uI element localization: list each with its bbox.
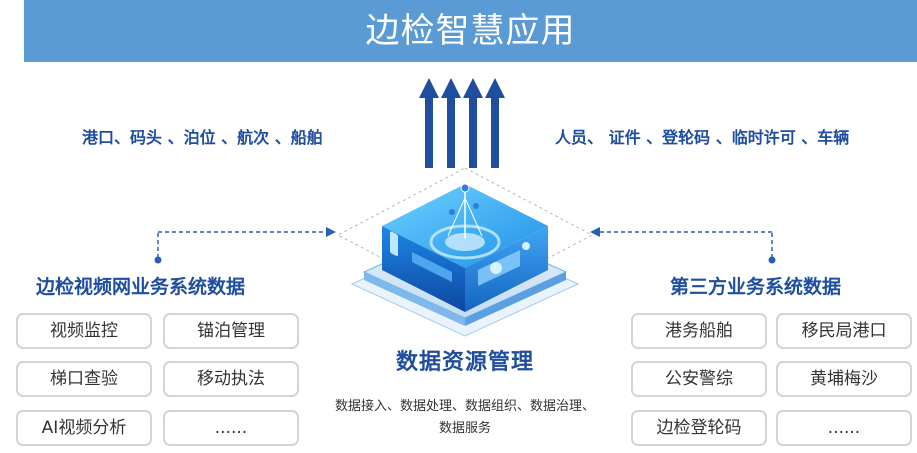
right-item-public-security: 公安警综 — [631, 361, 767, 397]
up-arrow-icon — [463, 78, 483, 168]
left-item-anchorage-management: 锚泊管理 — [163, 313, 299, 349]
up-arrow-icon — [485, 78, 505, 168]
right-categories-text: 人员、 证件 、登轮码 、临时许可 、车辆 — [555, 128, 850, 147]
banner-title: 边检智慧应用 — [24, 0, 917, 62]
right-item-huangpu-meisha: 黄埔梅沙 — [776, 361, 912, 397]
right-section-title: 第三方业务系统数据 — [670, 276, 842, 298]
left-section-title: 边检视频网业务系统数据 — [36, 276, 246, 298]
right-item-more: ...... — [776, 410, 912, 446]
left-item-ai-video-analysis: AI视频分析 — [16, 410, 152, 446]
right-item-port-ships: 港务船舶 — [631, 313, 767, 349]
up-arrow-icon — [419, 78, 439, 168]
data-server-illustration — [336, 167, 594, 337]
left-categories-text: 港口、码头 、泊位 、航次 、船舶 — [82, 128, 323, 147]
up-arrow-icon — [441, 78, 461, 168]
right-item-immigration-port: 移民局港口 — [776, 313, 912, 349]
core-description: 数据接入、数据处理、数据组织、数据治理、数据服务 — [334, 399, 595, 436]
left-item-mobile-enforcement: 移动执法 — [163, 361, 299, 397]
left-connector — [154, 227, 336, 264]
left-item-video-monitoring: 视频监控 — [16, 313, 152, 349]
upward-arrows — [419, 78, 505, 168]
right-connector — [590, 227, 776, 264]
right-item-boarding-code: 边检登轮码 — [631, 410, 767, 446]
core-title: 数据资源管理 — [395, 349, 534, 375]
left-item-gangway-inspection: 梯口查验 — [16, 361, 152, 397]
left-item-more: ...... — [163, 410, 299, 446]
